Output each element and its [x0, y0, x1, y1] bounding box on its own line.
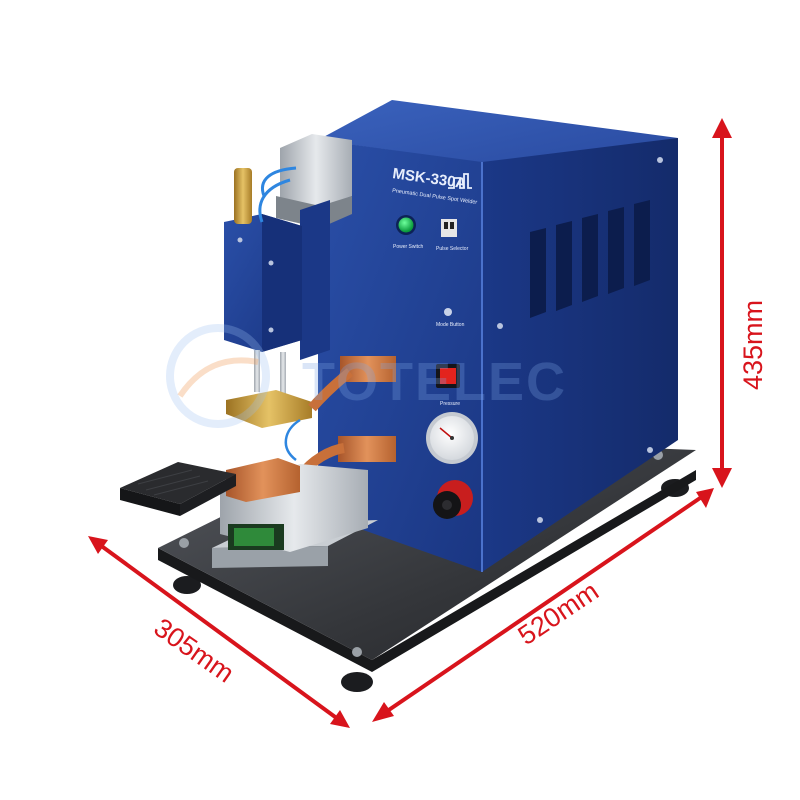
emergency-switch[interactable]: [436, 364, 460, 388]
mode-button[interactable]: [444, 308, 452, 316]
work-fixture: [212, 458, 378, 568]
gauge-label: Pressure: [440, 401, 460, 407]
welding-head: [224, 134, 352, 428]
main-cabinet: [318, 100, 678, 572]
power-switch-label: Power Switch: [393, 244, 424, 250]
power-button[interactable]: [396, 215, 416, 235]
pulse-selector-label: Pulse Selector: [436, 246, 469, 252]
foot-pedal-icon: [137, 469, 209, 496]
mode-button-label: Mode Button: [436, 322, 465, 328]
dimension-height: 435mm: [712, 118, 768, 488]
height-label: 435mm: [738, 300, 768, 390]
power-button-icon: [398, 217, 414, 233]
width-label: 520mm: [513, 576, 604, 651]
copper-bus-bars: [284, 356, 396, 480]
emergency-switch-icon: [440, 368, 456, 384]
pulse-selector-switch[interactable]: [441, 219, 457, 237]
depth-label: 305mm: [149, 612, 240, 688]
adjust-knob[interactable]: [433, 480, 473, 519]
foot-pedal[interactable]: [120, 462, 236, 516]
pressure-gauge: [426, 412, 478, 464]
side-vents: [530, 200, 650, 318]
pulse-waveform-icon: [448, 173, 472, 189]
watermark-text: TOTELEC: [302, 352, 567, 412]
watermark: TOTELEC: [166, 324, 567, 428]
